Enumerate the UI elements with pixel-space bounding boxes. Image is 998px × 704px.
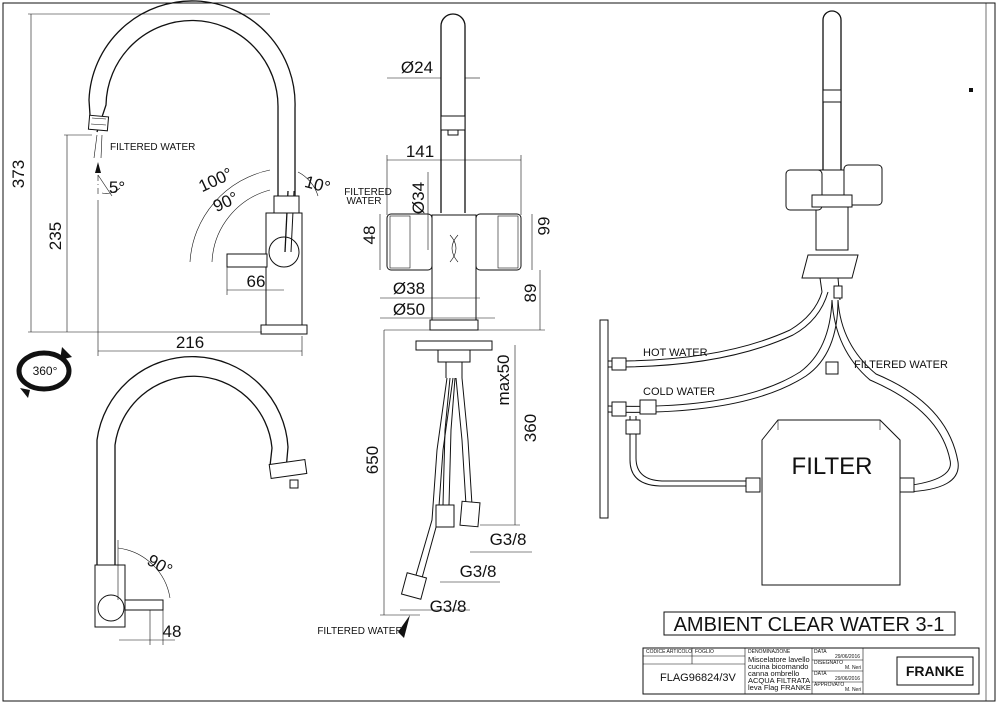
- side-view: [28, 0, 319, 356]
- dim-d24: Ø24: [401, 58, 433, 77]
- dim-66-front: 66: [534, 217, 553, 236]
- angle-360: 360°: [33, 364, 58, 378]
- tb-desc-4: ACQUA FILTRATA: [748, 676, 810, 685]
- dim-360: 360: [521, 414, 540, 442]
- dim-d50: Ø50: [393, 300, 425, 319]
- top-view: [94, 355, 308, 645]
- dim-66: 66: [247, 272, 266, 291]
- dim-d38: Ø38: [393, 279, 425, 298]
- label-cold-water: COLD WATER: [643, 386, 715, 398]
- tb-drawn-label: DISEGNATO: [814, 660, 843, 666]
- tb-date-1: 29/06/2016: [835, 654, 860, 660]
- dim-373: 373: [9, 160, 28, 188]
- dim-141: 141: [406, 142, 434, 161]
- label-filtered: FILTERED: [344, 187, 392, 198]
- label-filtered-water-bottom: FILTERED WATER: [317, 626, 402, 637]
- title-box: [663, 611, 956, 636]
- dim-235: 235: [46, 222, 65, 250]
- tb-drawn-by: M. Neri: [845, 665, 861, 671]
- tb-code: FLAG96824/3V: [660, 672, 736, 684]
- tb-desc-1: Miscelatore lavello: [748, 655, 810, 664]
- installation-view: [599, 10, 959, 586]
- tb-pkg-label: FOGLIO: [695, 649, 714, 655]
- tb-approved-by: M. Neri: [845, 687, 861, 693]
- dim-216: 216: [176, 333, 204, 352]
- tb-desc-label: DENOMINAZIONE: [748, 649, 791, 655]
- dim-max50: max50: [494, 354, 513, 405]
- dim-g38-b: G3/8: [460, 562, 497, 581]
- front-view: [379, 13, 545, 638]
- rotation-360-icon: [16, 347, 72, 398]
- label-hot-water: HOT WATER: [643, 347, 708, 359]
- label-filtered-water-side: FILTERED WATER: [110, 142, 195, 153]
- tb-approved-label: APPROVATO: [814, 682, 844, 688]
- dim-g38-c: G3/8: [430, 597, 467, 616]
- label-filter: FILTER: [792, 453, 873, 480]
- brand-logo: FRANKE: [906, 663, 964, 679]
- dim-48: 48: [360, 226, 379, 245]
- dim-48-lower: 48: [163, 622, 182, 641]
- tb-code-label: CODICE ARTICOLO: [646, 649, 692, 655]
- dim-650: 650: [363, 446, 382, 474]
- angle-90: 90°: [210, 188, 241, 216]
- tb-date-2: 29/06/2016: [835, 676, 860, 682]
- dim-89: 89: [521, 284, 540, 303]
- tb-date-label-2: DATA: [814, 671, 827, 677]
- title-block: [642, 647, 980, 695]
- angle-10: 10°: [303, 172, 333, 197]
- tb-desc-2: cucina bicomando: [748, 662, 808, 671]
- tb-desc-5: leva Flag FRANKE: [748, 683, 811, 692]
- label-filtered-water-right: FILTERED WATER: [854, 359, 948, 371]
- dim-d34: Ø34: [409, 182, 428, 214]
- drawing-title: AMBIENT CLEAR WATER 3-1: [674, 614, 945, 636]
- angle-90-lower: 90°: [144, 551, 176, 580]
- tb-date-label-1: DATA: [814, 649, 827, 655]
- dim-g38-a: G3/8: [490, 530, 527, 549]
- angle-5: 5°: [109, 178, 125, 197]
- label-water: WATER: [347, 196, 382, 207]
- tb-desc-3: canna ombrello: [748, 669, 799, 678]
